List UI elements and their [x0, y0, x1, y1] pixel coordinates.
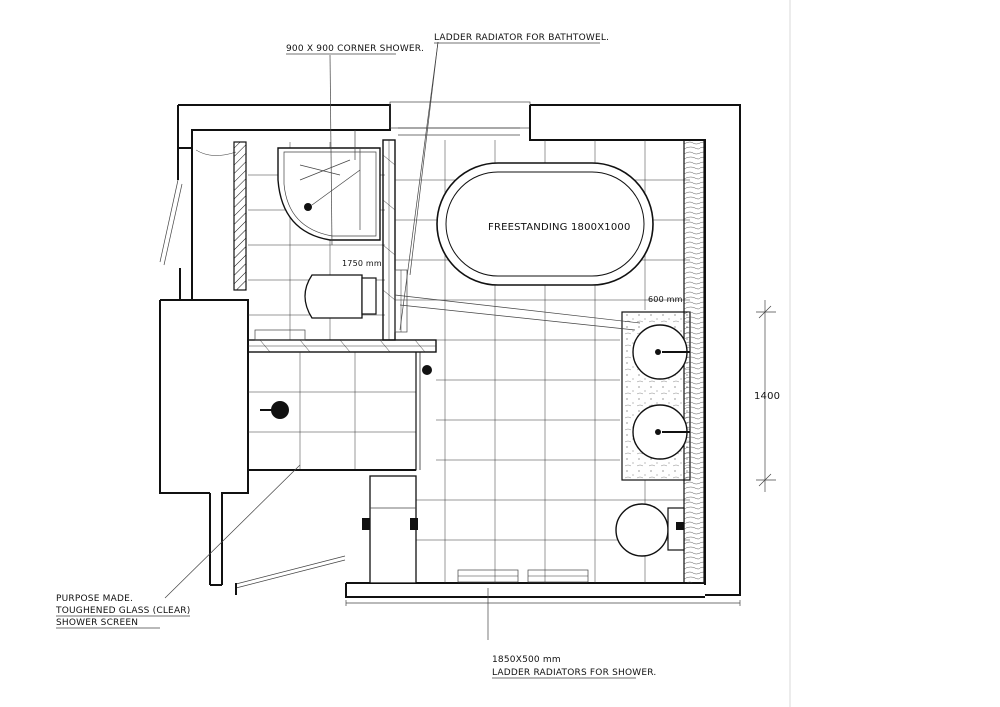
- label-dim-1750: 1750 mm: [342, 259, 382, 268]
- label-corner-shower: 900 X 900 CORNER SHOWER.: [286, 44, 424, 54]
- label-screen-line1: PURPOSE MADE.: [56, 594, 133, 604]
- left-door: [159, 149, 237, 266]
- storage-unit: [362, 475, 418, 584]
- walk-in-shower: [247, 351, 432, 471]
- leader-lines: [164, 41, 489, 640]
- label-radiator-size: 1850X500 mm: [492, 655, 561, 665]
- freestanding-bath: [436, 162, 654, 286]
- label-ladder-radiator-bath: LADDER RADIATOR FOR BATHTOWEL.: [434, 33, 609, 43]
- hatched-partition: [233, 141, 247, 291]
- dimension-1400: [756, 300, 776, 492]
- ladder-radiators-shower: [457, 569, 589, 583]
- dimension-bottom: [345, 600, 741, 606]
- label-radiator-shower: LADDER RADIATORS FOR SHOWER.: [492, 668, 656, 678]
- label-dim-1400: 1400: [754, 391, 780, 402]
- label-screen-line2: TOUGHENED GLASS (CLEAR): [55, 606, 190, 616]
- label-dim-600: 600 mm: [648, 295, 683, 304]
- toilet-lower: [615, 503, 685, 557]
- bottom-door: [235, 555, 346, 595]
- label-screen-line3: SHOWER SCREEN: [56, 618, 138, 628]
- label-bath: FREESTANDING 1800X1000: [488, 222, 631, 233]
- vanity-unit: [621, 139, 705, 584]
- dimension-600: [394, 294, 641, 331]
- toilet-upper: [304, 274, 377, 319]
